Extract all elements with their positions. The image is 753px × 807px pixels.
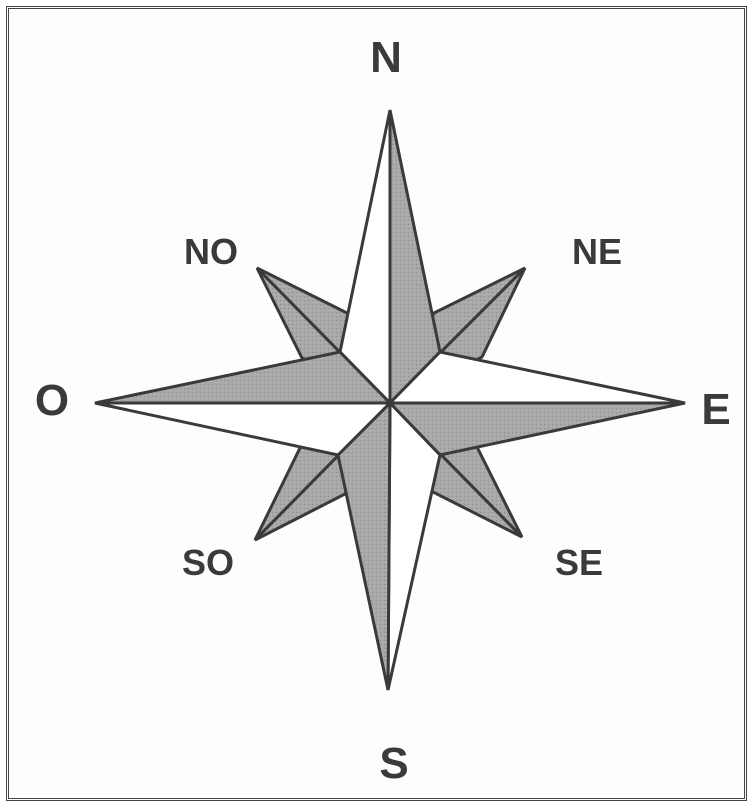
point-s-light (388, 403, 440, 690)
point-e-light (390, 352, 685, 403)
point-o-light (95, 403, 390, 455)
point-o-dark (95, 352, 390, 403)
label-northeast: NE (572, 234, 622, 270)
label-southwest: SO (182, 545, 234, 581)
label-west: O (35, 379, 69, 423)
label-southeast: SE (555, 545, 603, 581)
cardinal-points (95, 110, 685, 690)
label-south: S (379, 742, 408, 786)
label-north: N (370, 36, 402, 80)
label-east: E (701, 388, 730, 432)
label-northwest: NO (184, 234, 238, 270)
